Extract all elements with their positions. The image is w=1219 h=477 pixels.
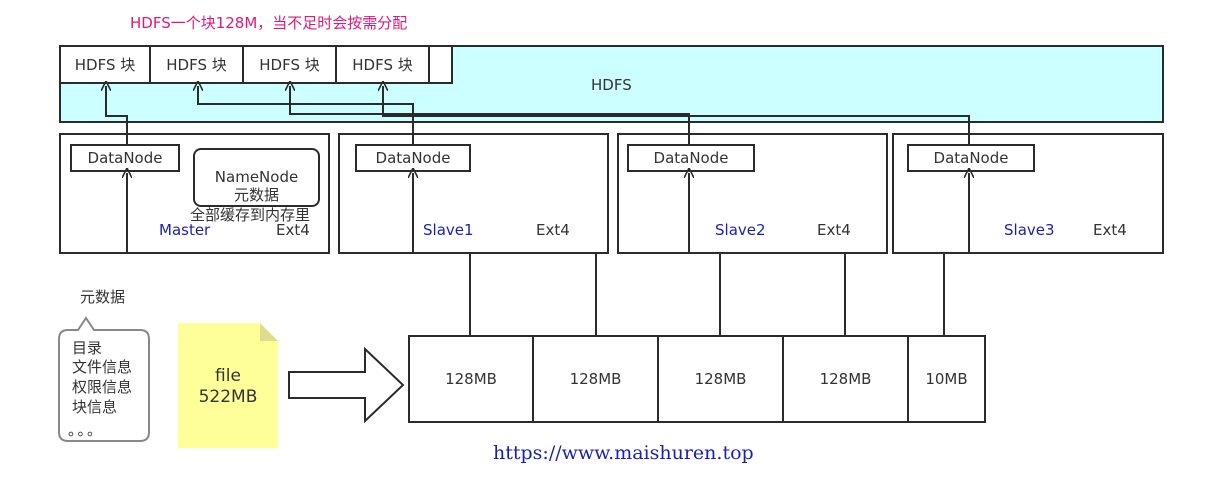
namenode-note: 全部缓存到内存里: [190, 206, 311, 224]
slave1-label: Slave1: [423, 221, 474, 239]
metadata-item: 。。。: [68, 421, 105, 439]
metadata-item: 目录: [72, 339, 103, 357]
file-note-shape: [178, 323, 278, 448]
slave2-label: Slave2: [715, 221, 766, 239]
hdfs-block: HDFS 块: [61, 47, 151, 82]
split-block: 128MB: [410, 337, 534, 421]
slave3-label: Slave3: [1004, 221, 1055, 239]
metadata-title: 元数据: [80, 288, 126, 306]
hdfs-block: HDFS 块: [151, 47, 244, 82]
link-slave2-block: [290, 86, 690, 144]
metadata-item: 文件信息: [72, 358, 133, 376]
link-slave1-block: [198, 86, 414, 144]
split-blocks-row: [408, 335, 986, 423]
big-arrow: [288, 346, 405, 424]
link-master-block: [106, 86, 128, 144]
hdfs-block: HDFS 块: [244, 47, 337, 82]
footer-url[interactable]: https://www.maishuren.top: [493, 442, 754, 464]
slave1-fs-label: Ext4: [536, 221, 570, 239]
hdfs-block-strip: [59, 45, 453, 84]
file-size: 522MB: [198, 387, 258, 407]
master-label: Master: [159, 221, 211, 239]
file-name: file: [215, 366, 241, 386]
metadata-callout-shape: [58, 316, 150, 442]
datanode-box: DataNode: [907, 144, 1035, 172]
hdfs-label: HDFS: [591, 76, 632, 94]
namenode-subtitle: 元数据: [233, 186, 279, 204]
namenode-title: NameNode: [214, 168, 299, 186]
metadata-item: 块信息: [72, 398, 118, 416]
split-block: 128MB: [659, 337, 784, 421]
slave2-fs-label: Ext4: [817, 221, 851, 239]
split-block: 10MB: [925, 370, 968, 388]
split-block: 128MB: [784, 337, 909, 421]
header-note: HDFS一个块128M，当不足时会按需分配: [130, 14, 408, 32]
link-slave3-block: [383, 86, 970, 144]
datanode-box: DataNode: [355, 144, 471, 172]
file-note-fold: [260, 323, 278, 341]
namenode-box: [193, 148, 320, 207]
slave3-fs-label: Ext4: [1093, 221, 1127, 239]
metadata-item: 权限信息: [72, 378, 133, 396]
split-block: 128MB: [534, 337, 659, 421]
master-fs-label: Ext4: [276, 221, 310, 239]
datanode-box: DataNode: [627, 144, 755, 172]
hdfs-block: HDFS 块: [337, 47, 430, 82]
